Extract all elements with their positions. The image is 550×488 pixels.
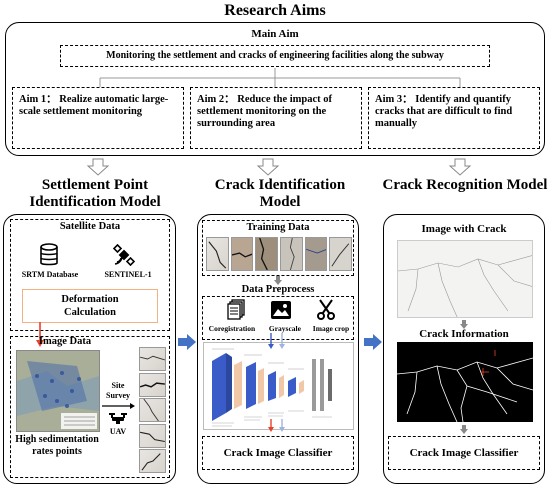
main-aim-box: Monitoring the settlement and cracks of … — [60, 45, 490, 67]
cnn-architecture-diagram — [203, 342, 354, 430]
image-data-box — [10, 336, 170, 478]
middle-panel — [197, 214, 359, 484]
right-panel — [383, 214, 545, 484]
aim-2-box: Aim 2： Reduce the impact of settlement m… — [190, 87, 362, 149]
crack-photo — [139, 449, 166, 473]
high-sedimentation-points-label: High sedimentation rates points — [15, 434, 99, 457]
site-survey-label: Site Survey — [106, 381, 130, 400]
training-image — [280, 237, 303, 271]
crack-photo — [139, 398, 166, 422]
middle-classifier-label: Crack Image Classifier — [223, 447, 333, 459]
image-with-crack-title: Image with Crack — [421, 223, 507, 235]
middle-column-title: Crack Identification Model — [214, 177, 346, 210]
drone-icon — [109, 413, 127, 424]
crack-photo — [139, 372, 166, 397]
training-data-box — [202, 220, 354, 276]
crack-photo — [139, 347, 166, 371]
research-aims-panel — [5, 22, 545, 156]
data-preprocess-box — [202, 296, 354, 340]
data-preprocess-title: Data Preprocess — [241, 284, 315, 295]
preprocess-flow-arrows — [268, 333, 285, 432]
training-image — [304, 237, 328, 271]
grayscale-label: Grayscale — [268, 324, 301, 333]
coregistration-label: Coregistration — [208, 324, 256, 333]
aim-connectors — [99, 68, 461, 87]
site-survey-arrow — [102, 403, 135, 409]
training-data-title: Training Data — [246, 222, 310, 233]
right-classifier-label: Crack Image Classifier — [409, 447, 519, 459]
crack-information-image — [397, 342, 533, 422]
page-title: Research Aims — [224, 2, 326, 19]
main-aim-label: Main Aim — [251, 28, 299, 40]
database-icon — [40, 243, 58, 266]
preprocess-steps: Coregistration Grayscale Image crop — [202, 324, 354, 333]
main-aim-text: Monitoring the settlement and cracks of … — [106, 50, 444, 61]
arrow-right-1 — [178, 334, 196, 350]
red-arrow — [36, 322, 44, 347]
training-image — [255, 237, 279, 271]
training-image — [329, 237, 353, 271]
aim-3-box: Aim 3： Identify and quantify cracks that… — [368, 87, 540, 149]
arrow-right-2 — [364, 334, 382, 350]
image-data-title: Image Data — [38, 336, 92, 347]
down-arrow-right-1 — [460, 320, 468, 329]
right-column-title: Crack Recognition Model — [382, 177, 548, 193]
down-arrow-right-2 — [460, 425, 468, 434]
aim-1-text: Aim 1： Realize automatic large-scale set… — [19, 94, 169, 117]
training-image — [206, 237, 229, 271]
satellite-data-title: Satellite Data — [59, 221, 121, 232]
image-with-crack — [397, 240, 533, 318]
deformation-calculation-label: Deformation Calculation — [61, 294, 119, 318]
training-image — [230, 237, 254, 271]
down-arrows — [86, 158, 472, 176]
satellite-map-image — [16, 350, 100, 432]
aim-2-text: Aim 2： Reduce the impact of settlement m… — [197, 94, 333, 129]
right-classifier-box: Crack Image Classifier — [388, 436, 540, 470]
left-column-title: Settlement Point Identification Model — [29, 177, 161, 210]
down-arrow-training — [274, 276, 282, 285]
training-image-strip — [206, 237, 353, 271]
left-panel — [3, 214, 176, 484]
srtm-label: SRTM Database — [21, 270, 79, 279]
middle-classifier-box: Crack Image Classifier — [202, 436, 354, 470]
satellite-data-box — [10, 219, 170, 331]
satellite-icon — [113, 244, 135, 266]
crack-photo — [139, 423, 166, 448]
image-crop-label: Image crop — [312, 324, 350, 333]
crack-photo-strip — [139, 347, 166, 473]
sentinel-label: SENTINEL-1 — [104, 270, 152, 279]
crack-information-title: Crack Information — [419, 328, 509, 340]
aim-1-box: Aim 1： Realize automatic large-scale set… — [12, 87, 184, 149]
uav-label: UAV — [109, 427, 127, 436]
document-stack-icon — [227, 299, 245, 320]
scissors-icon — [317, 299, 335, 320]
deformation-calculation-box: Deformation Calculation — [22, 289, 158, 323]
image-icon — [271, 301, 291, 319]
aim-3-text: Aim 3： Identify and quantify cracks that… — [375, 94, 513, 129]
